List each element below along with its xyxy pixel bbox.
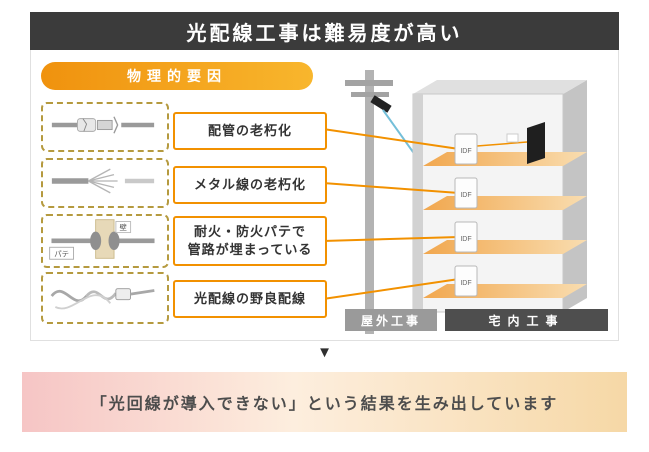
- svg-text:壁: 壁: [120, 223, 128, 232]
- floor-slab: [423, 196, 587, 210]
- main-panel: 光配線工事は難易度が高い: [30, 12, 619, 341]
- floor-slab: [423, 284, 587, 298]
- svg-text:パテ: パテ: [54, 249, 69, 258]
- conclusion-text: 「光回線が導入できない」という結果を生み出しています: [90, 396, 559, 413]
- svg-text:IDF: IDF: [460, 236, 471, 243]
- putty-blocked-icon: 壁 パテ: [49, 219, 155, 260]
- idf-boxes: IDF IDF IDF IDF: [454, 133, 478, 297]
- factor-label-2: メタル線の老朽化: [173, 166, 327, 204]
- factor-label-4: 光配線の野良配線: [173, 280, 327, 318]
- factor-label-3: 耐火・防火パテで 管路が埋まっている: [173, 216, 327, 266]
- svg-text:IDF: IDF: [460, 192, 471, 199]
- aged-conduit-illustration: [41, 102, 169, 152]
- factor-text: メタル線の老朽化: [193, 176, 306, 192]
- factor-text-line2: 管路が埋まっている: [187, 242, 313, 257]
- building-illustration: IDF IDF IDF IDF: [322, 70, 587, 334]
- putty-blocked-illustration: 壁 パテ: [41, 214, 169, 268]
- idf-box-icon: IDF: [454, 133, 478, 165]
- down-arrow-icon: ▼: [317, 344, 332, 361]
- factor-text-line1: 耐火・防火パテで: [193, 223, 306, 239]
- aged-metal-icon: [51, 168, 155, 194]
- page-title: 光配線工事は難易度が高い: [30, 12, 619, 50]
- outdoor-work-bar: 屋外工事: [345, 309, 437, 331]
- panel-body: IDF IDF IDF IDF 物理: [30, 50, 619, 341]
- idf-box-icon: IDF: [454, 221, 478, 253]
- factor-text: 光配線の野良配線: [193, 290, 306, 306]
- building-icon: [412, 80, 587, 313]
- connector-line-1: [322, 128, 460, 150]
- category-pill: 物理的要因: [41, 62, 313, 90]
- utility-pole-icon: [345, 70, 393, 334]
- floor-slab: [423, 152, 587, 166]
- aged-conduit-icon: [51, 116, 155, 134]
- idf-box-icon: IDF: [454, 265, 478, 297]
- factor-label-1: 配管の老朽化: [173, 112, 327, 150]
- aged-metal-illustration: [41, 158, 169, 208]
- connector-lines: [322, 128, 460, 300]
- stray-fiber-icon: [50, 288, 155, 310]
- equipment-rack-icon: [527, 122, 545, 164]
- svg-text:IDF: IDF: [460, 280, 471, 287]
- factor-text: 配管の老朽化: [207, 122, 292, 138]
- connector-line-2: [322, 182, 460, 194]
- indoor-work-bar: 宅内工事: [445, 309, 608, 331]
- conclusion-banner: 「光回線が導入できない」という結果を生み出しています: [22, 372, 627, 432]
- connector-line-4: [322, 278, 460, 300]
- floor-slab: [423, 240, 587, 254]
- connector-line-3: [322, 236, 460, 242]
- svg-text:IDF: IDF: [460, 148, 471, 155]
- idf-box-icon: IDF: [454, 177, 478, 209]
- stray-fiber-illustration: [41, 272, 169, 324]
